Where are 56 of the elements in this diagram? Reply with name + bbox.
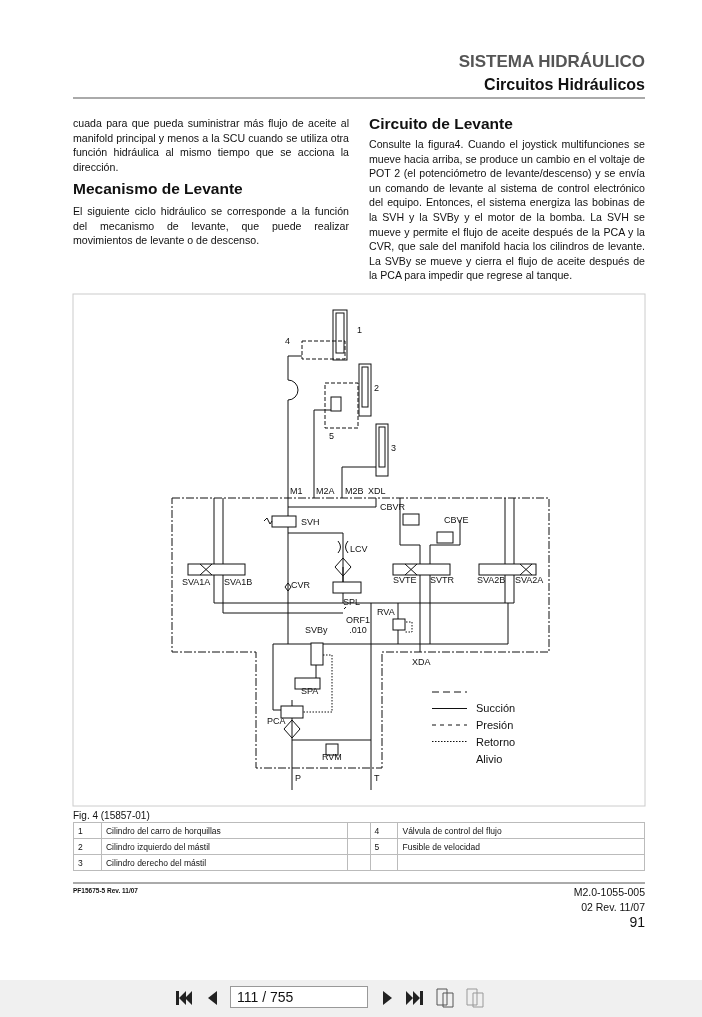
- page-number-field: 111 / 755: [230, 986, 368, 1008]
- paragraph: cuada para que pueda suministrar más flujo de aceite al manifold principal y menos a la SCU cuando se utiliza otra función hidráulica al mismo tiempo que se acciona la dirección.: [73, 116, 349, 175]
- revision-text: 02 Rev. 11/07: [581, 901, 645, 913]
- component-label: CBVE: [444, 515, 469, 525]
- component-label: SVA2B: [477, 575, 506, 585]
- item-number-cell: 5: [370, 838, 398, 855]
- figure-caption: Fig. 4 (15857-01): [73, 810, 150, 821]
- port-label: P: [295, 773, 301, 783]
- paragraph: Consulte la figura4. Cuando el joystick multifunciones se mueve hacia arriba, se produce un cambio en el voltaje de POT 2 (el potenciómetro de levante/descenso) y se envía un comando de levante al sistema de control electrónico del equipo. Entonces, el sistema energiza las bobinas de la SVH y la SVBy y el motor de la bomba. La SVH se mueve y permite el flujo de aceite después de la PCA y la CVR, que sale del manifold hacia los cilindros de levante. La SVBy se mueve y cierra el flujo de aceite después de la PCA para impedir que regrese al tanque.: [369, 137, 645, 283]
- document-number: M2.0-1055-005: [573, 886, 645, 898]
- port-label: M2B: [345, 486, 364, 496]
- callout-number: 2: [374, 383, 379, 393]
- component-label: RVA: [377, 607, 395, 617]
- section-heading: Circuito de Levante: [369, 115, 513, 133]
- component-label: SVA1A: [182, 577, 211, 587]
- port-label: XDA: [412, 657, 431, 667]
- paragraph: El siguiente ciclo hidráulico se corresponde a la función del mecanismo de levante, que puede realizar movimientos de levante o de descenso.: [73, 204, 349, 248]
- callout-number: 5: [329, 431, 334, 441]
- component-label: SVA1B: [224, 577, 253, 587]
- component-label: ORF1 .010: [345, 615, 371, 635]
- callout-number: 1: [357, 325, 362, 335]
- description-cell: Cilindro del carro de horquillas: [101, 822, 348, 839]
- component-label: SVH: [301, 517, 320, 527]
- port-label: XDL: [368, 486, 386, 496]
- item-number-cell: 3: [73, 854, 102, 871]
- component-label: CBVR: [380, 502, 405, 512]
- component-label: SVTE: [393, 575, 417, 585]
- port-label: M1: [290, 486, 303, 496]
- component-label: PCA: [267, 716, 286, 726]
- item-number-cell: 1: [73, 822, 102, 839]
- section-heading: Circuitos Hidráulicos: [484, 76, 645, 94]
- component-label: CVR: [291, 580, 310, 590]
- component-label: SPL: [343, 597, 360, 607]
- page-number: 91: [629, 914, 645, 930]
- component-label: SVTR: [430, 575, 454, 585]
- component-label: SVA2A: [515, 575, 544, 585]
- legend-label: Succión: [476, 702, 516, 714]
- section-heading: Mecanismo de Levante: [73, 180, 243, 198]
- item-number-cell: 2: [73, 838, 102, 855]
- component-label: RVM: [322, 752, 342, 762]
- component-label: SVBy: [305, 625, 328, 635]
- port-label: M2A: [316, 486, 335, 496]
- description-cell: Fusible de velocidad: [397, 838, 645, 855]
- legend-label: Retorno: [476, 736, 516, 748]
- legend-label: Alivio: [476, 753, 503, 765]
- description-cell: Cilindro izquierdo del mástil: [101, 838, 348, 855]
- callout-number: 3: [391, 443, 396, 453]
- port-label: T: [374, 773, 380, 783]
- description-cell: Cilindro derecho del mástil: [101, 854, 348, 871]
- item-number-cell: 4: [370, 822, 398, 839]
- description-cell: Válvula de control del flujo: [397, 822, 645, 839]
- component-label: SPA: [301, 686, 319, 696]
- callout-number: 4: [285, 336, 290, 346]
- page-heading: SISTEMA HIDRÁULICO: [458, 52, 645, 72]
- component-label: LCV: [350, 544, 368, 554]
- legend-label: Presión: [476, 719, 514, 731]
